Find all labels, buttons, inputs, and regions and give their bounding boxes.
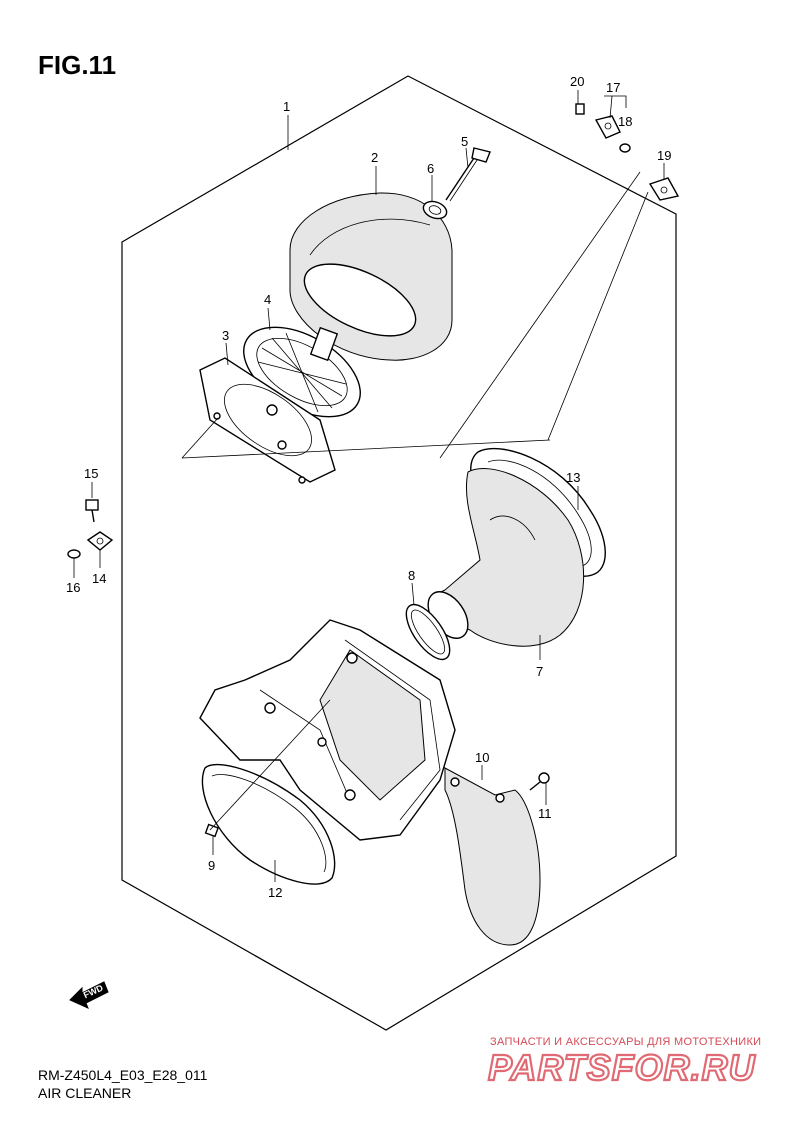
part-clamp-set[interactable] [575, 103, 631, 153]
callout-16: 16 [66, 580, 80, 595]
part-holder-plate[interactable] [199, 357, 336, 484]
callout-19: 19 [657, 148, 671, 163]
callout-3: 3 [222, 328, 229, 343]
part-clip-nut-14[interactable] [86, 531, 114, 551]
part-bolt-15[interactable] [85, 499, 99, 523]
callout-14: 14 [92, 571, 106, 586]
callout-5: 5 [461, 134, 468, 149]
figure-title: FIG.11 [38, 50, 116, 80]
callout-7: 7 [536, 664, 543, 679]
callout-15: 15 [84, 466, 98, 481]
leader-lines [73, 90, 665, 882]
callout-6: 6 [427, 161, 434, 176]
fwd-arrow-icon: FWD [69, 981, 109, 1009]
part-clamp-ring[interactable] [398, 598, 458, 666]
watermark-logo: PARTSFOR.RU [488, 1047, 756, 1088]
part-air-filter[interactable] [289, 192, 453, 361]
callout-12: 12 [268, 885, 282, 900]
part-mud-guard[interactable] [444, 767, 541, 946]
part-air-cleaner-case[interactable] [199, 619, 456, 841]
part-washer-16[interactable] [67, 549, 81, 559]
part-seal-washer[interactable] [421, 198, 449, 221]
model-code: RM-Z450L4_E03_E28_011 [38, 1067, 208, 1083]
callout-18: 18 [618, 114, 632, 129]
figure-caption: AIR CLEANER [38, 1085, 131, 1101]
part-screw-11[interactable] [529, 772, 550, 791]
callout-labels: 1 2 3 4 5 6 7 8 9 10 11 12 13 14 15 16 1… [66, 74, 671, 900]
assembly-outline [121, 75, 677, 1031]
part-wing-bolt[interactable] [445, 147, 491, 202]
callout-11: 11 [538, 806, 552, 821]
watermark-tagline: ЗАПЧАСТИ И АКСЕССУАРЫ ДЛЯ МОТОТЕХНИКИ [490, 1036, 761, 1048]
callout-17: 17 [606, 80, 620, 95]
callout-9: 9 [208, 858, 215, 873]
callout-2: 2 [371, 150, 378, 165]
callout-13: 13 [566, 470, 580, 485]
callout-1: 1 [283, 99, 290, 114]
part-bracket-19[interactable] [648, 177, 680, 201]
callout-8: 8 [408, 568, 415, 583]
callout-10: 10 [475, 750, 489, 765]
callout-4: 4 [264, 292, 271, 307]
callout-20: 20 [570, 74, 584, 89]
part-nut-9[interactable] [204, 823, 219, 838]
